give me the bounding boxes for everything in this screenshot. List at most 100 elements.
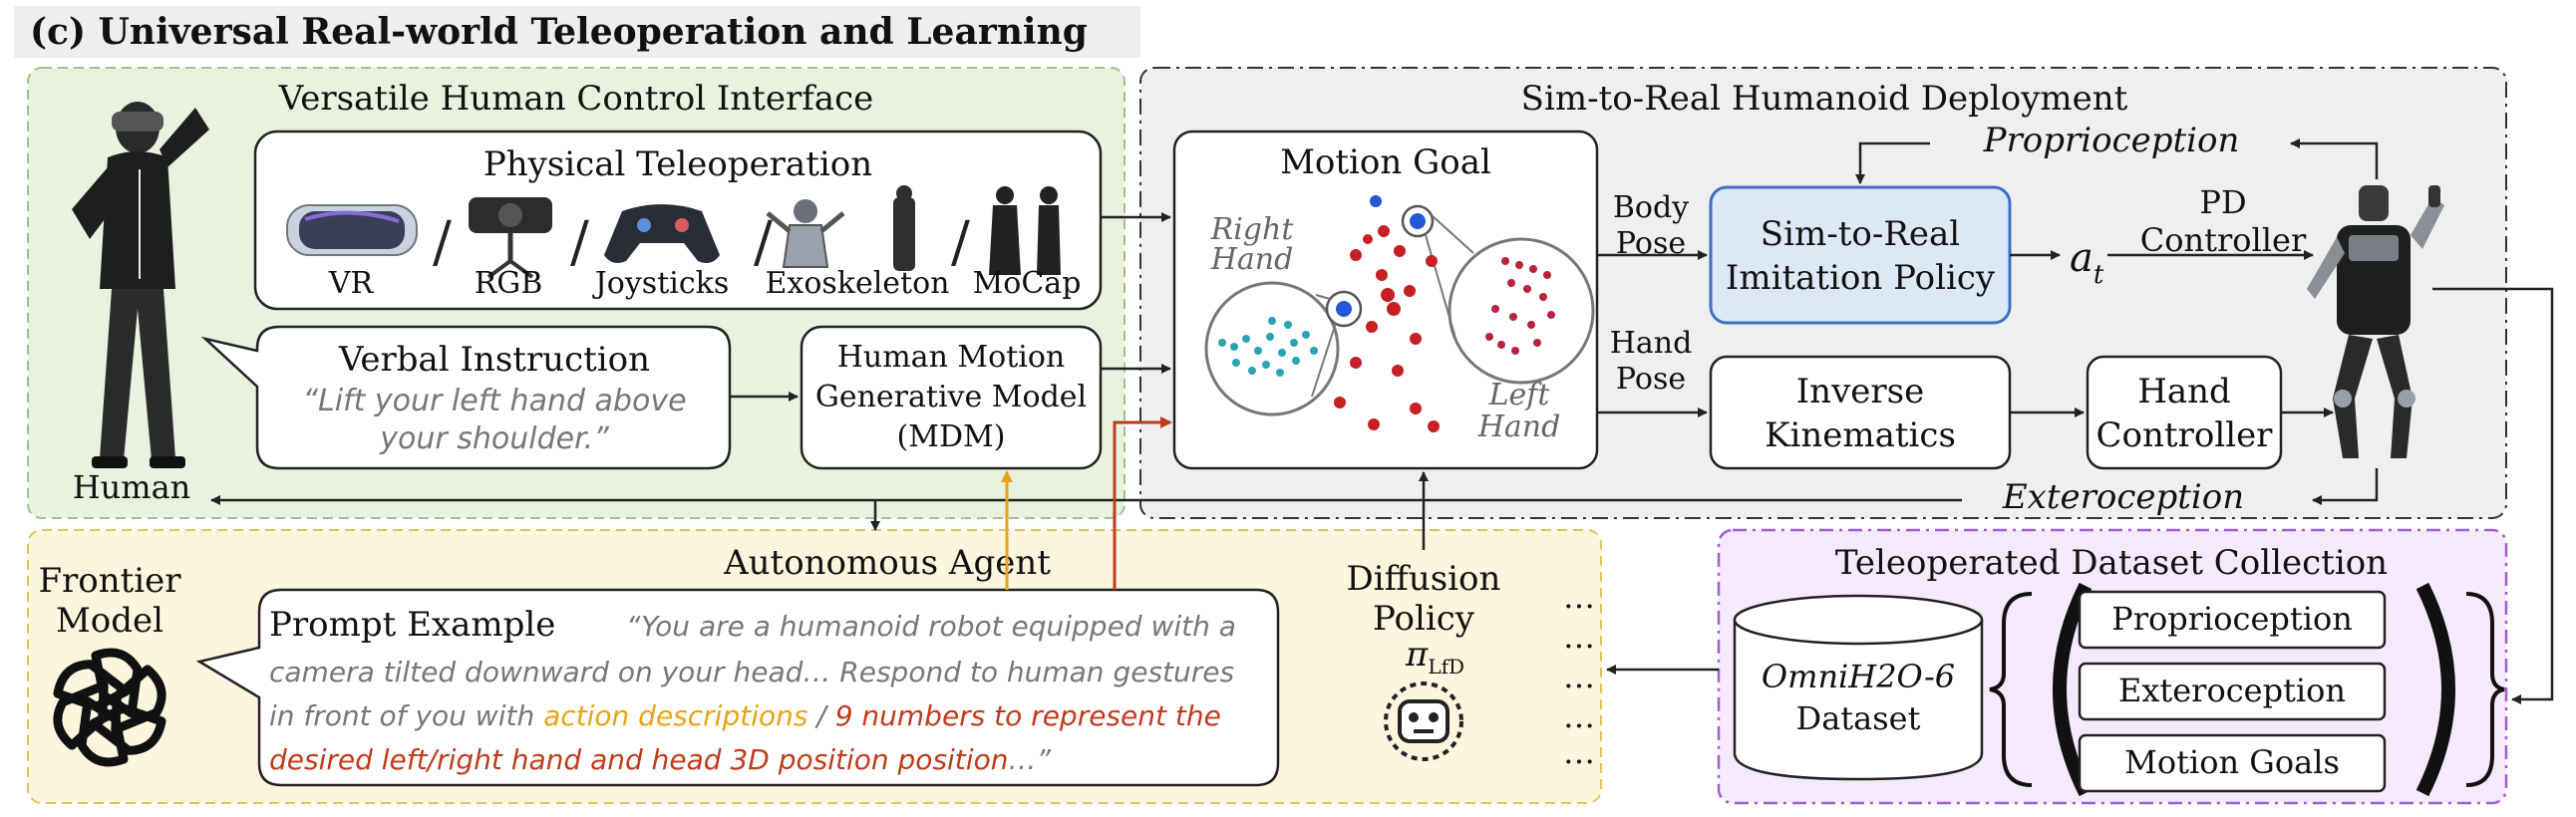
arrow-exteroception-to-human	[2312, 468, 2379, 505]
right-hand-label-line2: Hand	[1210, 242, 1294, 277]
ellipsis-item: …	[1563, 578, 1595, 616]
flow-arrows	[210, 138, 2554, 704]
dataset-item-motion-goals: Motion Goals	[2124, 743, 2340, 781]
versatile-panel-title: Versatile Human Control Interface	[278, 79, 873, 119]
frontier-model-label-line2: Model	[56, 601, 163, 641]
vr-headset-icon	[286, 204, 418, 256]
proprioception-label: Proprioception	[1983, 121, 2240, 160]
verbal-instruction-quote-line2: your shoulder.”	[379, 421, 609, 456]
frontier-model-label-line1: Frontier	[38, 561, 181, 601]
prompt-action-descriptions: action descriptions	[543, 699, 807, 732]
inverse-kinematics-label-line2: Kinematics	[1765, 415, 1956, 455]
pd-controller-label-line2: Controller	[2140, 221, 2307, 259]
arrow-proprioception-to-policy	[1855, 141, 1930, 184]
mdm-label-line1: Human Motion	[837, 340, 1066, 375]
openai-logo-icon	[53, 648, 166, 767]
action-symbol: at	[2070, 235, 2104, 290]
device-separator: /	[570, 210, 589, 275]
sim2real-panel-title: Sim-to-Real Humanoid Deployment	[1521, 79, 2128, 119]
verbal-instruction-title: Verbal Instruction	[338, 340, 650, 380]
mdm-label-line2: Generative Model	[815, 380, 1087, 414]
motion-goal-keypoints	[1204, 195, 1595, 432]
mocap-suit-icon	[989, 186, 1061, 275]
diffusion-policy-label-line1: Diffusion	[1347, 559, 1501, 599]
curly-brace-icon	[1989, 592, 2033, 787]
left-paren-icon	[2053, 582, 2093, 797]
action-symbol-subscript: t	[2093, 260, 2104, 290]
prompt-closing-quote: …”	[1008, 743, 1051, 776]
mdm-label-line3: (MDM)	[897, 419, 1006, 454]
imitation-policy-label-line2: Imitation Policy	[1726, 258, 1996, 298]
mdm-box	[800, 325, 1103, 470]
dataset-item-exteroception: Exteroception	[2118, 672, 2346, 709]
arrow-robot-to-dataset	[2432, 287, 2554, 704]
joystick-icon	[604, 204, 720, 263]
robot-brain-icon	[1384, 681, 1463, 761]
humanoid-robot-icon	[2307, 185, 2444, 458]
prompt-text-line1: “You are a humanoid robot equipped with …	[626, 610, 1236, 643]
agent-panel-title: Autonomous Agent	[723, 543, 1051, 583]
exoskeleton-icon	[766, 185, 915, 271]
title-background	[14, 6, 1140, 58]
human-figure-icon	[72, 102, 209, 468]
dataset-label: Dataset	[1796, 699, 1921, 737]
rgb-camera-icon	[469, 197, 552, 279]
database-cylinder-icon	[1733, 594, 1984, 781]
pi-subscript: LfD	[1428, 655, 1464, 679]
hand-pose-label-line2: Pose	[1616, 362, 1686, 397]
right-paren-icon	[2415, 582, 2455, 797]
device-separator: /	[433, 210, 452, 275]
inverse-kinematics-label-line1: Inverse	[1796, 372, 1924, 411]
pi-lfd-symbol: πLfD	[1405, 635, 1464, 679]
prompt-separator: /	[807, 699, 834, 732]
pd-controller-label-line1: PD	[2199, 183, 2246, 221]
exteroception-label: Exteroception	[2002, 477, 2244, 517]
ellipsis-item: …	[1563, 697, 1595, 735]
ellipsis-item: …	[1563, 733, 1595, 771]
arrow-proprioception-loop	[2290, 138, 2379, 179]
ellipsis-item: …	[1563, 658, 1595, 695]
imitation-policy-box	[1709, 185, 2012, 325]
verbal-instruction-quote-line1: “Lift your left hand above	[302, 384, 686, 418]
device-separator: /	[951, 210, 970, 275]
right-hand-label-line1: Right	[1210, 212, 1295, 247]
dataset-item-box	[2078, 733, 2387, 793]
action-symbol-main: a	[2070, 235, 2093, 281]
physical-teleop-title: Physical Teleoperation	[483, 144, 872, 184]
arrow-agent-to-goal-red	[1113, 416, 1172, 590]
dataset-item-box	[2078, 590, 2387, 650]
dataset-item-proprioception: Proprioception	[2111, 600, 2353, 638]
prompt-positions-text: desired left/right hand and head 3D posi…	[269, 743, 1008, 776]
dataset-name: OmniH2O-6	[1762, 658, 1955, 695]
prompt-nine-numbers: 9 numbers to represent the	[835, 699, 1221, 732]
human-label: Human	[73, 468, 191, 506]
prompt-text-line4: desired left/right hand and head 3D posi…	[269, 743, 1051, 776]
pi-symbol: π	[1405, 635, 1429, 675]
body-pose-label-line1: Body	[1613, 190, 1689, 225]
device-label-rgb: RGB	[475, 266, 543, 301]
device-label-joysticks: Joysticks	[592, 266, 729, 301]
ellipsis-item: …	[1563, 618, 1595, 656]
prompt-text-line3-start: in front of you with	[269, 699, 543, 732]
hand-pose-label-line1: Hand	[1610, 326, 1693, 361]
right-brace-icon	[2465, 592, 2505, 787]
motion-goal-title: Motion Goal	[1280, 142, 1491, 182]
imitation-policy-label-line1: Sim-to-Real	[1761, 214, 1960, 254]
hand-controller-label-line1: Hand	[2137, 372, 2231, 411]
prompt-text-line2: camera tilted downward on your head… Res…	[269, 656, 1234, 688]
device-label-vr: VR	[328, 266, 375, 301]
left-hand-label-line2: Hand	[1477, 409, 1561, 444]
hand-controller-label-line2: Controller	[2096, 415, 2274, 455]
verbal-instruction-bubble	[200, 325, 732, 470]
device-label-mocap: MoCap	[973, 266, 1082, 301]
ellipsis-column: … … … … …	[1563, 578, 1595, 771]
dataset-panel-title: Teleoperated Dataset Collection	[1835, 543, 2388, 583]
prompt-example-title: Prompt Example	[269, 605, 555, 645]
prompt-example-bubble	[195, 588, 1280, 787]
device-label-exoskeleton: Exoskeleton	[766, 266, 950, 301]
device-separator: /	[754, 210, 773, 275]
dataset-item-box	[2078, 662, 2387, 721]
prompt-text-line3: in front of you with action descriptions…	[269, 699, 1221, 732]
diffusion-policy-label-line2: Policy	[1373, 599, 1475, 639]
figure-title: (c) Universal Real-world Teleoperation a…	[30, 11, 1088, 53]
